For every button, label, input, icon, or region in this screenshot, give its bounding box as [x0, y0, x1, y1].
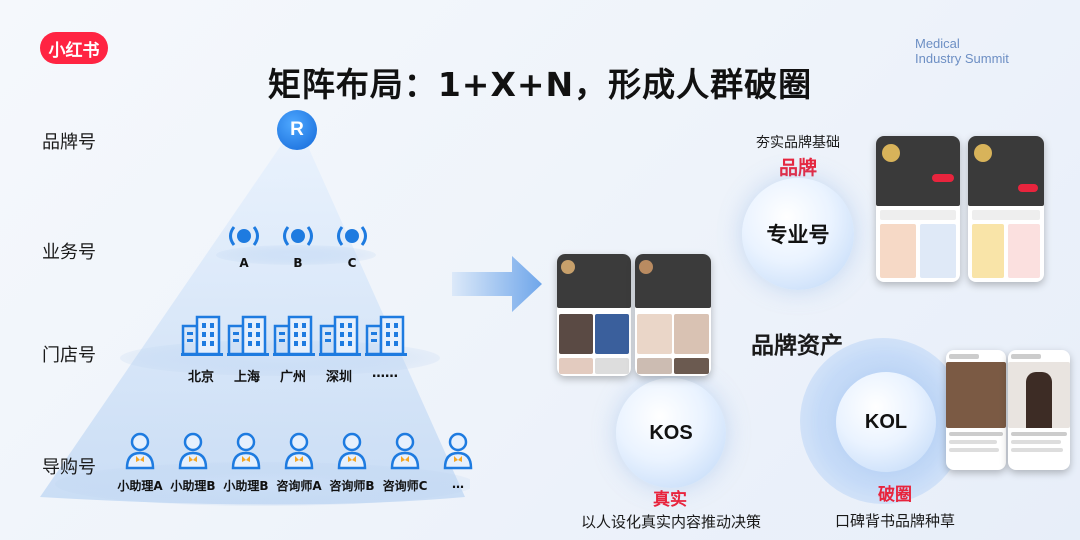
brand-tag: 品牌: [778, 157, 817, 179]
staff-role-label: 小助理A: [117, 479, 163, 493]
broadcast-icon: [229, 226, 259, 246]
broadcast-icon: [337, 226, 367, 246]
kos-note-screenshot: [557, 254, 631, 376]
brand-account-badge: R: [277, 110, 317, 150]
kol-note-screenshot: [1008, 350, 1070, 470]
kos-tag: 真实: [653, 490, 687, 510]
staff-person-icon: [337, 432, 367, 470]
kos-note-screenshot: [635, 254, 711, 376]
event-name-line2: Industry Summit: [915, 51, 1009, 66]
pro-account-circle: 专业号: [742, 178, 854, 290]
staff-role-label: 小助理B: [170, 479, 216, 493]
tier-label-staff: 导购号: [42, 457, 96, 478]
kol-note-screenshot: [946, 350, 1006, 470]
kol-caption: 口碑背书品牌种草: [834, 512, 955, 530]
slide-title: 矩阵布局：1+X+N，形成人群破圈: [267, 65, 813, 104]
staff-role-label: …: [452, 477, 464, 491]
staff-role-label: 咨询师B: [329, 479, 375, 493]
arrow-right-icon: [452, 256, 542, 312]
event-name-line1: Medical: [915, 36, 960, 51]
staff-person-icon: [443, 432, 473, 470]
broadcast-icon: [283, 226, 313, 246]
tier-label-store: 门店号: [42, 345, 96, 366]
building-icon: [365, 315, 407, 356]
staff-person-icon: [390, 432, 420, 470]
store-city-label: 深圳: [325, 370, 352, 385]
event-name: Medical Industry Summit: [915, 36, 1035, 66]
tier-label-brand: 品牌号: [42, 132, 96, 153]
store-city-label: 广州: [279, 370, 306, 385]
staff-role-label: 咨询师C: [382, 479, 428, 493]
store-city-label: 上海: [233, 370, 260, 385]
kol-tag: 破圈: [878, 485, 912, 505]
building-icon: [273, 315, 315, 356]
brand-caption: 夯实品牌基础: [756, 135, 840, 151]
kol-circle: KOL: [836, 372, 936, 472]
kos-caption: 以人设化真实内容推动决策: [580, 513, 761, 531]
kos-circle: KOS: [616, 378, 726, 488]
brand-account-screenshot: [968, 136, 1044, 282]
tier-label-business: 业务号: [42, 242, 96, 263]
building-icon: [227, 315, 269, 356]
business-account-label: B: [293, 256, 303, 270]
business-account-label: A: [239, 256, 249, 270]
staff-person-icon: [284, 432, 314, 470]
staff-person-icon: [178, 432, 208, 470]
building-icon: [181, 315, 223, 356]
staff-role-label: 小助理B: [223, 479, 269, 493]
store-city-label: ……: [372, 366, 398, 381]
brand-account-screenshot: [876, 136, 960, 282]
building-icon: [319, 315, 361, 356]
staff-person-icon: [125, 432, 155, 470]
brand-asset-label: 品牌资产: [751, 333, 843, 359]
store-city-label: 北京: [187, 370, 214, 385]
staff-person-icon: [231, 432, 261, 470]
business-account-label: C: [347, 256, 357, 270]
staff-role-label: 咨询师A: [276, 479, 322, 493]
xiaohongshu-logo: 小红书: [40, 32, 108, 64]
